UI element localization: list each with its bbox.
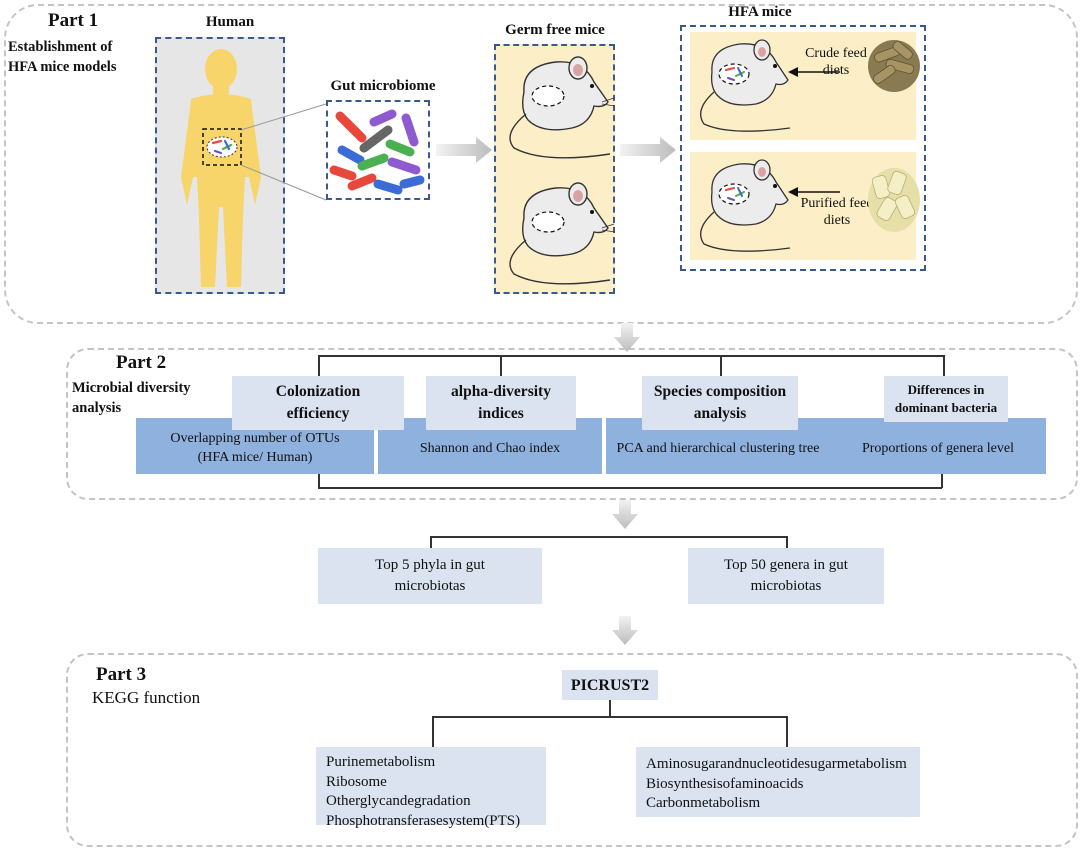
- purified-feed-label-2: diets: [823, 213, 851, 228]
- bracket-tick: [941, 472, 943, 488]
- alpha-diversity-header-2: indices: [478, 405, 524, 422]
- bracket-tick: [318, 472, 320, 488]
- top-phyla-line-2: microbiotas: [394, 578, 466, 594]
- dominant-bacteria-body-1: Proportions of genera level: [861, 440, 1014, 456]
- part2-bottom-bracket: [318, 487, 942, 489]
- bracket-tick: [500, 355, 502, 377]
- top-genera-box: Top 50 genera in gut microbiotas: [688, 548, 884, 604]
- part2-top-bracket: [318, 355, 944, 357]
- part2-title: Part 2: [116, 352, 167, 373]
- kegg-left-list: Purinemetabolism Ribosome Otherglycandeg…: [316, 747, 546, 829]
- species-composition-body-1: PCA and hierarchical clustering tree: [616, 440, 820, 456]
- bracket-tick: [786, 536, 788, 550]
- bracket-tick: [432, 716, 434, 754]
- picrust2-stem: [609, 700, 611, 716]
- kegg-right-item: Aminosugarandnucleotidesugarmetabolism: [646, 756, 907, 772]
- arrow-right-icon-2: [620, 137, 676, 163]
- dominant-bacteria-header: Differences in dominant bacteria: [884, 376, 1008, 422]
- part1-subtitle-2: HFA mice models: [8, 59, 117, 75]
- kegg-left-item: Purinemetabolism: [326, 754, 436, 770]
- human-silhouette-icon: [181, 49, 261, 287]
- part3-title: Part 3: [96, 664, 147, 685]
- colonization-body-2: (HFA mice/ Human): [197, 450, 313, 465]
- part3-bracket: [432, 716, 787, 718]
- bracket-tick: [430, 536, 432, 550]
- dominant-bacteria-header-1: Differences in: [907, 382, 985, 397]
- bracket-tick: [318, 355, 320, 377]
- bracket-tick: [786, 716, 788, 754]
- part3-panel: [66, 653, 1078, 847]
- species-composition-header: Species composition analysis: [642, 376, 798, 430]
- dominant-bacteria-header-2: dominant bacteria: [894, 400, 998, 415]
- kegg-right-list: Aminosugarandnucleotidesugarmetabolism B…: [636, 747, 920, 817]
- colonization-header-2: efficiency: [286, 405, 350, 422]
- kegg-right-item: Carbonmetabolism: [646, 795, 761, 811]
- arrow-right-icon: [436, 137, 492, 163]
- kegg-left-item: Ribosome: [326, 773, 387, 790]
- part2-subtitle-1: Microbial diversity: [72, 380, 191, 396]
- part1-panel: [4, 4, 1078, 324]
- arrow-down-icon-2: [612, 500, 638, 529]
- part2-subtitle-2: analysis: [72, 400, 122, 416]
- arrow-down-icon-3: [612, 616, 638, 645]
- part3-subtitle: KEGG function: [92, 688, 201, 707]
- alpha-diversity-body-1: Shannon and Chao index: [419, 440, 561, 456]
- top-genera-line-1: Top 50 genera in gut: [724, 557, 848, 573]
- bracket-tick: [943, 355, 945, 377]
- bacteria-icon: [329, 109, 425, 195]
- human-label: Human: [205, 14, 255, 30]
- picrust2-box: PICRUST2: [562, 670, 658, 700]
- part1-title: Part 1: [48, 10, 99, 31]
- top-phyla-line-1: Top 5 phyla in gut: [375, 557, 485, 573]
- germfree-label: Germ free mice: [505, 22, 605, 38]
- bracket-tick: [720, 355, 722, 377]
- crude-feed-label-1: Crude feed: [805, 46, 867, 61]
- kegg-left-item: Phosphotransferasesystem(PTS): [326, 812, 521, 829]
- species-composition-header-2: analysis: [693, 405, 747, 422]
- arrow-down-icon-1: [614, 323, 640, 352]
- kegg-right-item: Biosynthesisofaminoacids: [646, 775, 804, 792]
- gut-microbiome-label: Gut microbiome: [330, 78, 436, 94]
- alpha-diversity-header-1: alpha-diversity: [451, 383, 551, 400]
- mouse-icon: [509, 56, 616, 285]
- part2-panel: [66, 348, 1078, 500]
- part1-subtitle-1: Establishment of: [8, 39, 113, 55]
- purified-feed-pellets-icon: [868, 168, 920, 232]
- purified-feed-label-1: Purified feed: [800, 196, 874, 211]
- kegg-left-item: Otherglycandegradation: [326, 793, 471, 809]
- alpha-diversity-header: alpha-diversity indices: [426, 376, 576, 430]
- species-composition-header-1: Species composition: [653, 383, 787, 400]
- crude-feed-label-2: diets: [822, 63, 850, 78]
- dominant-bacteria-body: Proportions of genera level: [830, 418, 1046, 474]
- top-phyla-box: Top 5 phyla in gut microbiotas: [318, 548, 542, 604]
- hfa-mice-label: HFA mice: [728, 4, 792, 20]
- hfa-mouse-icon: [699, 39, 840, 253]
- colonization-header: Colonization efficiency: [232, 376, 404, 430]
- top-genera-line-2: microbiotas: [750, 578, 822, 594]
- colonization-body-1: Overlapping number of OTUs: [170, 431, 340, 446]
- middle-bracket: [430, 536, 787, 538]
- picrust2-label: PICRUST2: [570, 676, 650, 694]
- crude-feed-pellets-icon: [868, 40, 920, 92]
- colonization-header-1: Colonization: [275, 383, 361, 400]
